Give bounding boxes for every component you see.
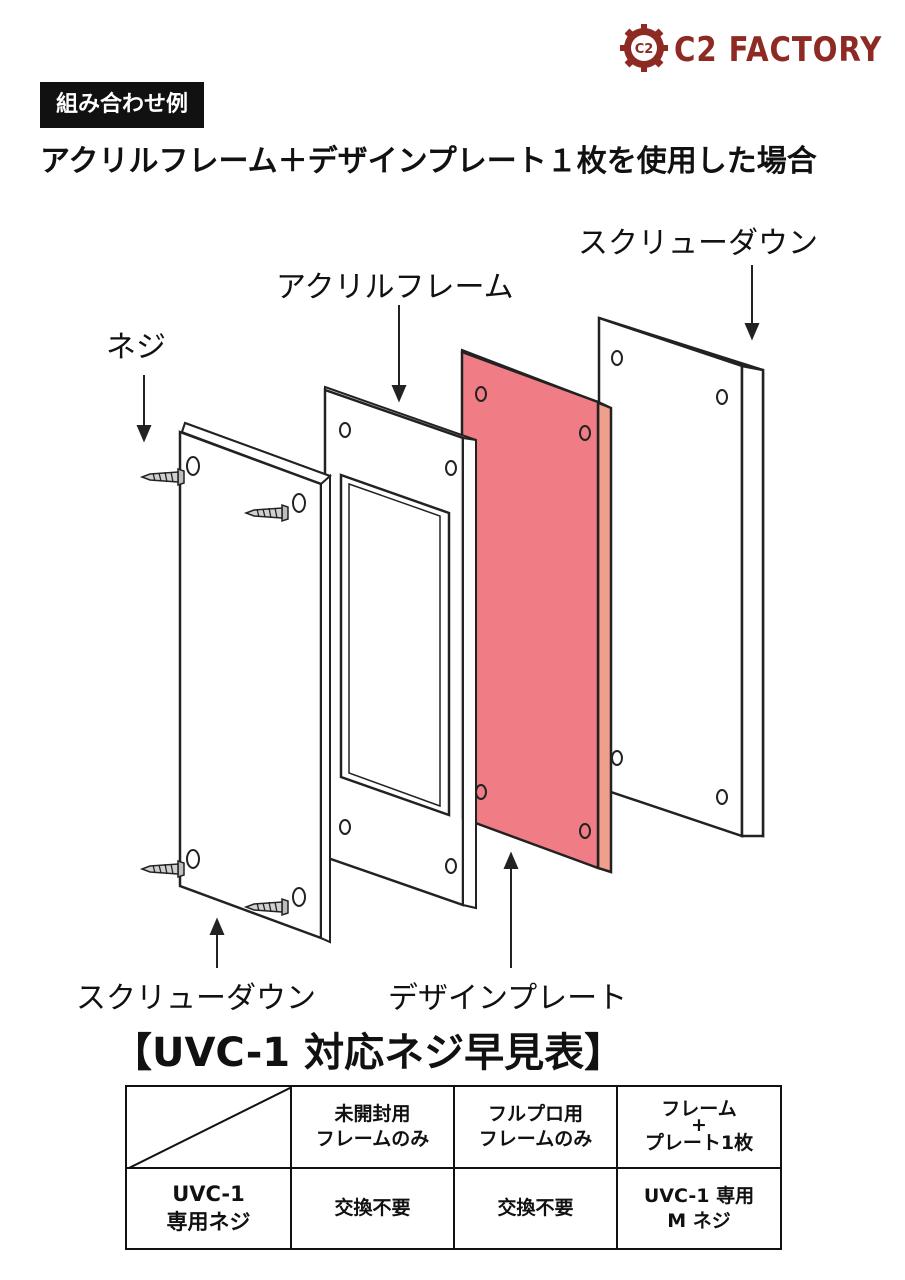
brand-logo: C2 C2 FACTORY [618,22,881,74]
assembly-diagram [136,265,765,968]
row-header-line2: 専用ネジ [166,1209,251,1234]
arrow-down-icon [391,305,407,403]
section-title: 【UVC-1 対応ネジ早見表】 [112,1030,625,1076]
arrow-up-icon [209,917,225,968]
row-header: UVC-1 専用ネジ [125,1167,292,1250]
column-header-line1: フレーム [661,1098,737,1121]
table-corner-cell [125,1085,292,1169]
screwdown-bottom-label: スクリューダウン [76,981,316,1016]
screw-label: ネジ [106,330,166,365]
table-cell-line2: M ネジ [667,1209,731,1232]
table-cell: 交換不要 [290,1167,455,1250]
column-header-line2: プレート1枚 [644,1131,754,1154]
arrow-down-icon [136,375,152,443]
table-header-row: 未開封用 フレームのみ フルプロ用 フレームのみ フレーム + プレート1枚 [125,1085,782,1169]
screw-icon [141,860,185,878]
row-header-line1: UVC-1 [172,1182,245,1207]
screw-icon [141,468,185,486]
page-headline: アクリルフレーム＋デザインプレート１枚を使用した場合 [40,144,817,179]
design-plate-label: デザインプレート [388,981,628,1016]
column-header-plus: + [691,1114,707,1137]
arrow-down-icon [744,265,760,341]
acrylic-frame-panel [323,385,477,910]
screw-compatibility-table: 未開封用 フレームのみ フルプロ用 フレームのみ フレーム + プレート1枚 U… [125,1085,782,1250]
back-screwdown-panel [597,316,765,838]
column-header-line2: フレームのみ [315,1128,430,1150]
emblem-text: C2 [635,42,654,57]
column-header-line2: フレームのみ [478,1128,593,1150]
front-screwdown-panel [178,421,332,944]
column-header: フレーム + プレート1枚 [616,1085,782,1169]
column-header-line1: フルプロ用 [487,1103,583,1126]
design-plate-panel [460,348,613,874]
table-cell: UVC-1 専用 M ネジ [616,1167,782,1250]
example-badge: 組み合わせ例 [40,82,205,128]
gear-emblem-icon: C2 [620,24,668,72]
arrow-up-icon [503,851,519,968]
table-row: UVC-1 専用ネジ 交換不要 交換不要 UVC-1 専用 M ネジ [125,1167,782,1250]
column-header: フルプロ用 フレームのみ [453,1085,618,1169]
table-cell-line1: UVC-1 専用 [643,1184,755,1207]
logo-text: C2 FACTORY [674,30,883,70]
column-header-line1: 未開封用 [334,1103,411,1126]
diagonal-divider [127,1087,292,1169]
screwdown-top-label: スクリューダウン [578,226,818,261]
acrylic-frame-label: アクリルフレーム [276,270,514,305]
table-cell: 交換不要 [453,1167,618,1250]
column-header: 未開封用 フレームのみ [290,1085,455,1169]
